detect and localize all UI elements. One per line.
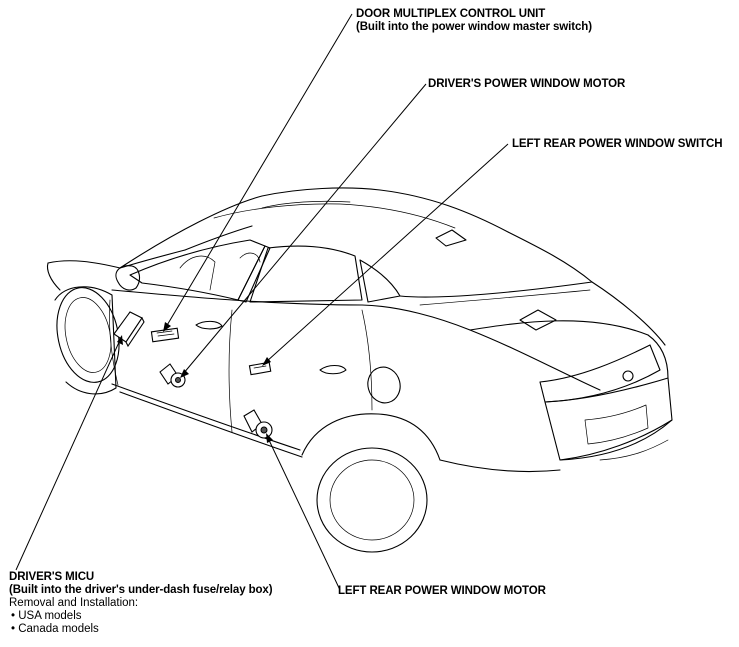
leader-door-multiplex [163, 13, 353, 332]
car-illustration [46, 187, 673, 553]
callout-item-label[interactable]: Canada models [18, 623, 99, 635]
callout-title: DRIVER'S MICU [9, 571, 95, 583]
callout-title: DRIVER'S POWER WINDOW MOTOR [428, 78, 626, 90]
callout-drivers-micu: DRIVER'S MICU (Built into the driver's u… [9, 571, 273, 636]
component-rear-window-switch [248, 361, 272, 376]
callout-title: LEFT REAR POWER WINDOW SWITCH [512, 138, 723, 150]
callout-drivers-window-motor: DRIVER'S POWER WINDOW MOTOR [428, 78, 625, 91]
callout-note: Removal and Installation: [9, 597, 139, 609]
callout-title: DOOR MULTIPLEX CONTROL UNIT [356, 8, 546, 20]
callout-subtitle: (Built into the power window master swit… [356, 21, 592, 33]
leader-rear-window-switch [262, 143, 509, 366]
callout-item-label[interactable]: USA models [18, 610, 82, 622]
component-driver-window-motor [159, 363, 186, 388]
callout-item-canada[interactable]: • Canada models [11, 623, 99, 635]
callout-door-multiplex: DOOR MULTIPLEX CONTROL UNIT (Built into … [356, 8, 592, 34]
component-rear-window-motor [243, 409, 273, 439]
callout-item-usa[interactable]: • USA models [11, 610, 82, 622]
callout-title: LEFT REAR POWER WINDOW MOTOR [338, 585, 546, 597]
callout-left-rear-motor: LEFT REAR POWER WINDOW MOTOR [338, 585, 546, 598]
callout-left-rear-switch: LEFT REAR POWER WINDOW SWITCH [512, 138, 723, 151]
leader-rear-window-motor [266, 433, 341, 591]
leader-micu [15, 335, 123, 571]
leader-driver-window-motor [180, 83, 427, 378]
callout-subtitle: (Built into the driver's under-dash fuse… [9, 584, 273, 596]
component-multiplex-switch [150, 327, 180, 343]
